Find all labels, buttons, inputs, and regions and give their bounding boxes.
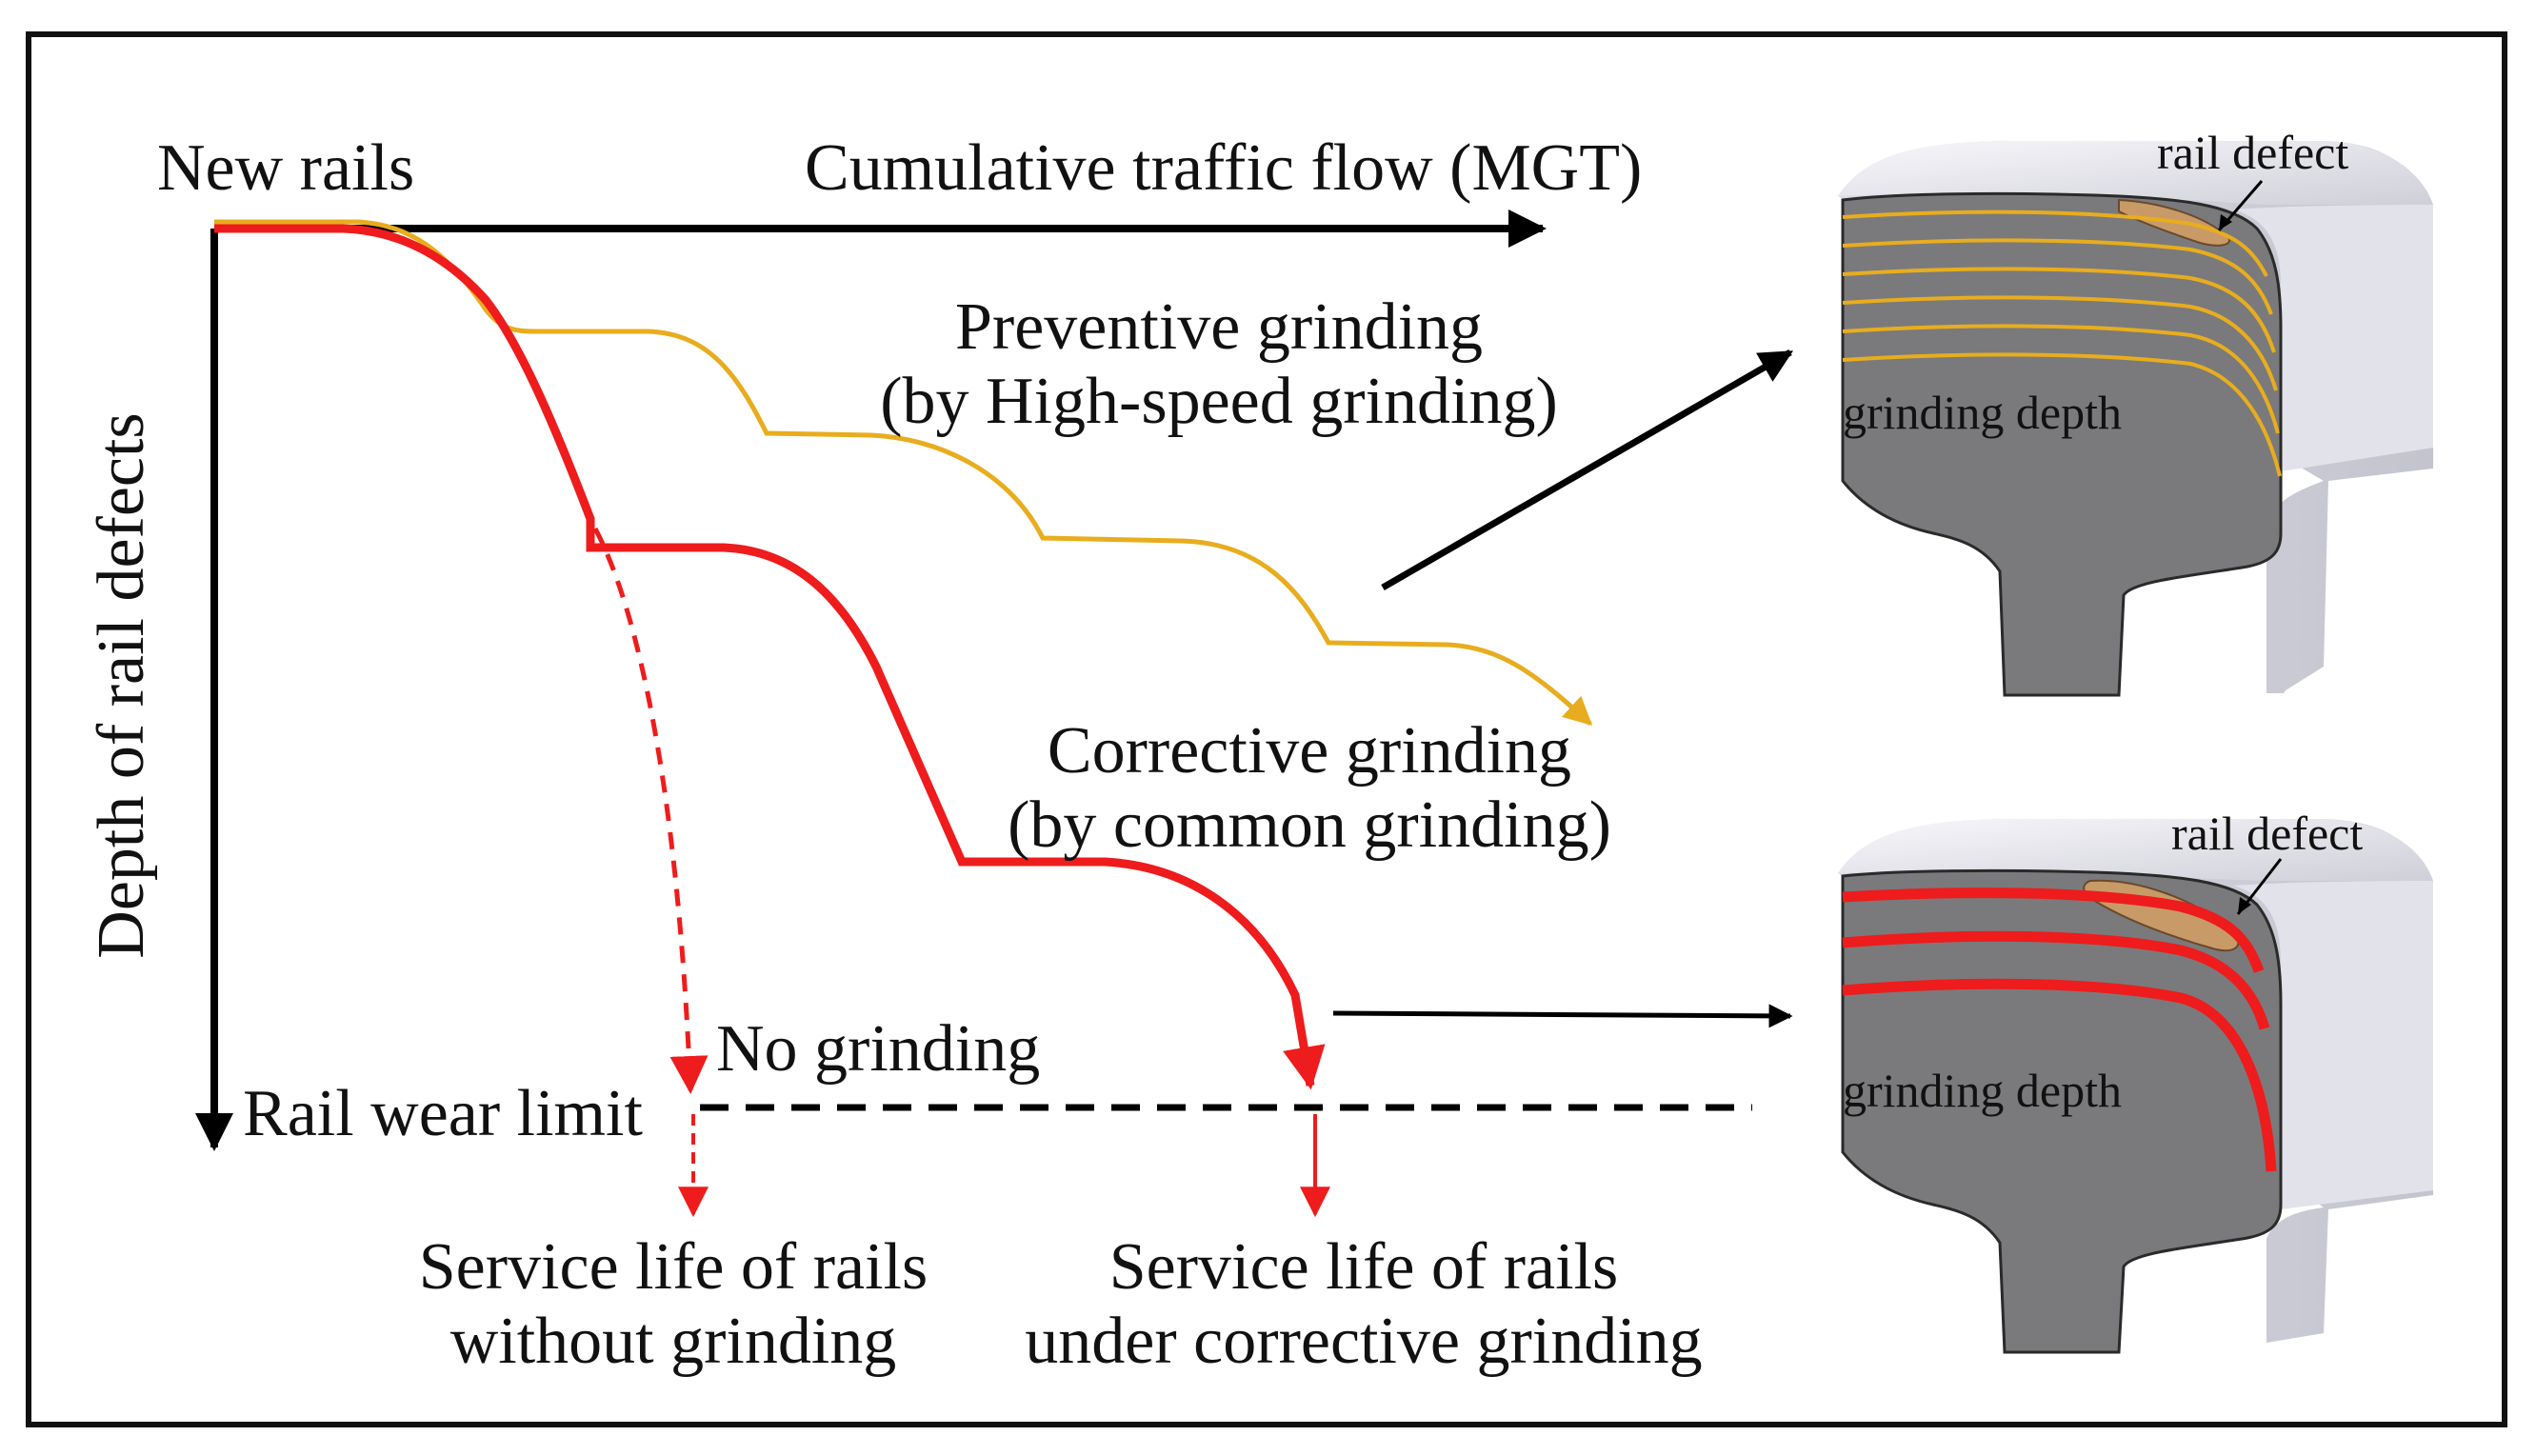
bottom-rail-defect-label: rail defect (2171, 807, 2364, 860)
service-no-grind-line2: without grinding (449, 1305, 897, 1379)
figure-border (26, 31, 2507, 1427)
bottom-grinding-depth-label: grinding depth (1843, 1064, 2123, 1117)
preventive-label-line2: (by High-speed grinding) (880, 365, 1558, 439)
corrective-grinding-curve (214, 224, 1326, 1090)
service-no-grind-line1: Service life of rails (418, 1230, 929, 1304)
corrective-label-line1: Corrective grinding (1047, 714, 1572, 788)
top-rail-defect-label: rail defect (2157, 126, 2349, 179)
rail-illustration-preventive (1838, 141, 2433, 697)
preventive-grinding-curve (214, 219, 1593, 727)
rail-wear-limit-label: Rail wear limit (243, 1077, 643, 1150)
service-life-corrective-label: Service life of rails under corrective g… (1025, 1230, 1702, 1380)
preventive-label-line1: Preventive grinding (954, 290, 1484, 364)
service-corrective-line2: under corrective grinding (1025, 1305, 1703, 1379)
no-grinding-curve (592, 527, 709, 1094)
new-rails-label: New rails (157, 131, 415, 205)
rail-illustration-corrective (1838, 819, 2433, 1354)
preventive-to-rail-arrow (1381, 349, 1794, 591)
x-axis-label: Cumulative traffic flow (MGT) (805, 131, 1643, 205)
rail-cross-section-top (1841, 191, 2283, 697)
service-corrective-line1: Service life of rails (1108, 1230, 1619, 1304)
preventive-grinding-label: Preventive grinding (by High-speed grind… (880, 290, 1558, 440)
corrective-label-line2: (by common grinding) (1008, 788, 1611, 863)
corrective-grinding-label: Corrective grinding (by common grinding) (1008, 714, 1611, 864)
top-grinding-depth-label: grinding depth (1843, 386, 2123, 439)
y-axis-label: Depth of rail defects (85, 412, 158, 959)
corrective-to-rail-arrow (1332, 1004, 1793, 1028)
no-grinding-label: No grinding (716, 1012, 1041, 1086)
service-life-no-grinding-label: Service life of rails without grinding (419, 1230, 929, 1380)
